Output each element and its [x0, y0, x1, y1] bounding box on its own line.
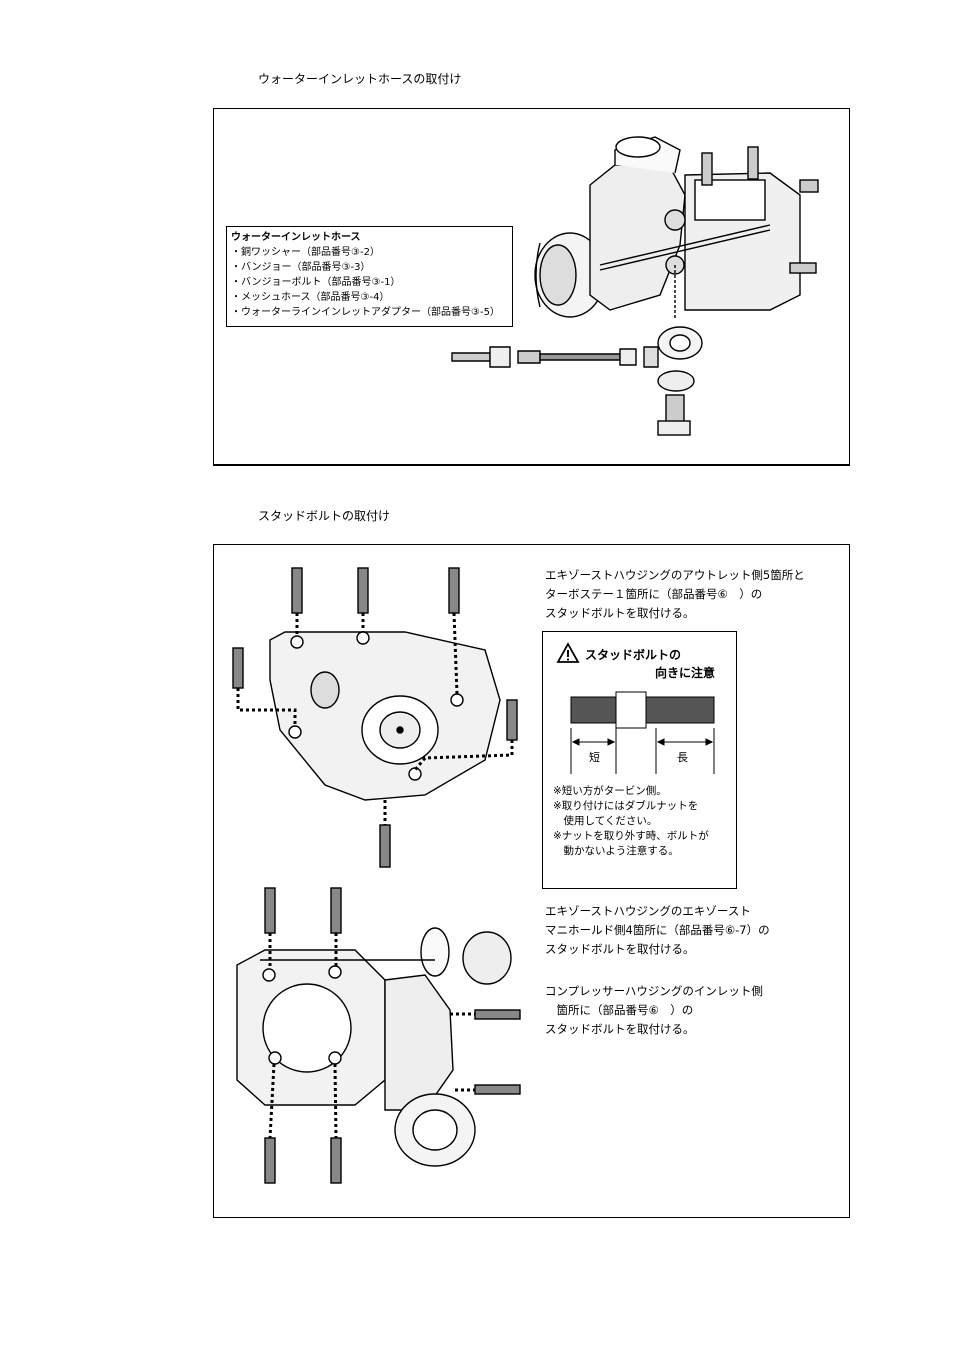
- water-inlet-parts-legend: ウォーターインレットホース ・銅ワッシャー（部品番号③-2） ・バンジョー（部品…: [226, 226, 513, 327]
- turbocharger-water-hose-illustration: [451, 136, 819, 436]
- caution-title-line1: スタッドボルトの: [585, 648, 682, 662]
- section-heading-stud-bolt: スタッドボルトの取付け: [258, 509, 391, 523]
- legend-item: ・バンジョーボルト（部品番号③-1）: [231, 277, 401, 288]
- caution-notes: ※短い方がタービン側。 ※取り付けにはダブルナットを 使用してください。 ※ナッ…: [553, 784, 709, 859]
- caution-note: ※ナットを取り外す時、ボルトが: [553, 830, 709, 842]
- stud-direction-caution-box: スタッドボルトの 向きに注意 短 長 ※短い方がタービン側。 ※取り付けにはダブ…: [542, 631, 737, 889]
- instruction-line: スタッドボルトを取付ける。: [545, 606, 695, 620]
- outlet-side-instructions: エキゾーストハウジングのアウトレット側5箇所と ターボステー１箇所に（部品番号⑥…: [545, 566, 805, 623]
- manifold-side-instructions: エキゾーストハウジングのエキゾースト マニホールド側4箇所に（部品番号⑥-7）の…: [545, 902, 770, 959]
- short-side-label: 短: [589, 751, 600, 764]
- legend-item: ・銅ワッシャー（部品番号③-2）: [231, 247, 380, 258]
- instruction-line: コンプレッサーハウジングのインレット側: [545, 984, 763, 998]
- legend-item: ・バンジョー（部品番号③-3）: [231, 262, 371, 273]
- stud-bolt-panel: [213, 544, 850, 1218]
- caution-note: 動かないよう注意する。: [553, 845, 679, 857]
- caution-title-line2: 向きに注意: [655, 666, 716, 680]
- instruction-line: ターボステー１箇所に（部品番号⑥ ）の: [545, 587, 763, 601]
- instruction-line: スタッドボルトを取付ける。: [545, 942, 695, 956]
- exhaust-housing-manifold-illustration: [236, 887, 521, 1184]
- warning-triangle-icon: [556, 642, 580, 663]
- caution-note: 使用してください。: [553, 815, 658, 827]
- water-inlet-panel: [213, 108, 850, 466]
- legend-item: ・メッシュホース（部品番号③-4）: [231, 292, 390, 303]
- caution-note: ※短い方がタービン側。: [553, 785, 667, 797]
- instruction-line: スタッドボルトを取付ける。: [545, 1022, 695, 1036]
- instruction-line: マニホールド側4箇所に（部品番号⑥-7）の: [545, 923, 770, 937]
- legend-item: ・ウォーターラインインレットアダプター（部品番号③-5）: [231, 307, 500, 318]
- legend-title: ウォーターインレットホース: [231, 232, 361, 243]
- caution-note: ※取り付けにはダブルナットを: [553, 800, 699, 812]
- section-heading-water-inlet: ウォーターインレットホースの取付け: [258, 72, 462, 86]
- long-side-label: 長: [677, 751, 688, 764]
- instruction-line: エキゾーストハウジングのエキゾースト: [545, 904, 751, 918]
- instruction-line: エキゾーストハウジングのアウトレット側5箇所と: [545, 568, 805, 582]
- instruction-line: 箇所に（部品番号⑥ ）の: [545, 1003, 694, 1017]
- compressor-inlet-instructions: コンプレッサーハウジングのインレット側 箇所に（部品番号⑥ ）の スタッドボルト…: [545, 982, 763, 1039]
- stud-bolt-diagram: [570, 691, 715, 774]
- exhaust-housing-outlet-illustration: [232, 567, 518, 868]
